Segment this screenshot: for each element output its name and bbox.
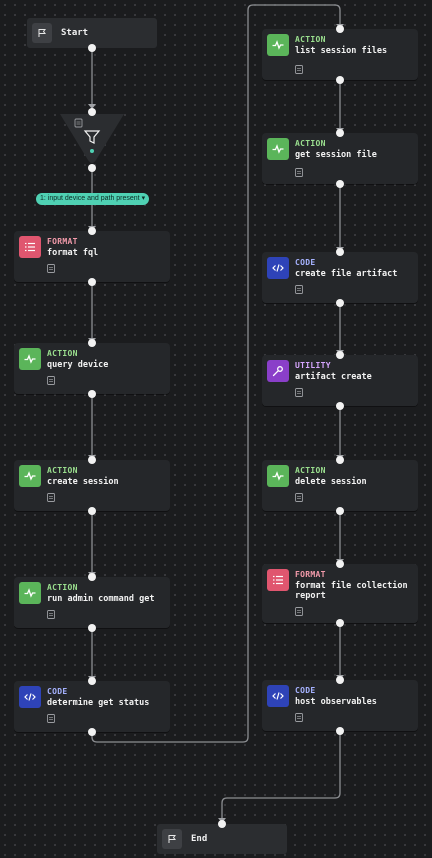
port-end-in[interactable] (218, 820, 226, 828)
node-title: determine get status (47, 698, 150, 708)
condition-badge[interactable]: 1: input device and path present ▾ (36, 193, 150, 205)
node-title: artifact create (295, 372, 372, 382)
node-type: ACTION (295, 35, 326, 44)
wrench-icon (267, 360, 289, 382)
note-icon[interactable] (295, 285, 303, 294)
code-icon (267, 685, 289, 707)
node-title: host observables (295, 697, 377, 707)
port-decision-in[interactable] (88, 108, 96, 116)
list-icon (19, 236, 41, 258)
node-type: ACTION (47, 583, 78, 592)
end-label: End (191, 834, 208, 844)
note-icon[interactable] (295, 65, 303, 74)
node-get-session-file[interactable]: ACTION get session file (262, 133, 418, 184)
node-format-fql[interactable]: FORMAT format fql (14, 231, 170, 282)
node-delete-session[interactable]: ACTION delete session (262, 460, 418, 511)
node-list-session-files[interactable]: ACTION list session files (262, 29, 418, 80)
end-node[interactable]: End (157, 824, 287, 854)
note-icon[interactable] (47, 493, 55, 502)
node-run-admin-command-get[interactable]: ACTION run admin command get (14, 577, 170, 628)
node-create-file-artifact[interactable]: CODE create file artifact (262, 252, 418, 303)
node-title: run admin command get (47, 594, 155, 604)
port-list-files-in[interactable] (336, 25, 344, 33)
port-determine-out[interactable] (88, 728, 96, 736)
activity-icon (19, 582, 41, 604)
node-title: create file artifact (295, 269, 398, 279)
node-title: list session files (295, 46, 388, 56)
node-title: format file collection report (295, 581, 408, 601)
start-output-port[interactable] (88, 44, 96, 52)
port-get-file-in[interactable] (336, 129, 344, 137)
filter-icon (83, 130, 101, 144)
port-get-file-out[interactable] (336, 180, 344, 188)
note-icon[interactable] (47, 610, 55, 619)
flag-icon (32, 23, 52, 43)
node-title: query device (47, 360, 109, 370)
node-type: CODE (47, 687, 68, 696)
port-create-artifact-in[interactable] (336, 248, 344, 256)
node-create-session[interactable]: ACTION create session (14, 460, 170, 511)
port-decision-out[interactable] (88, 164, 96, 172)
note-icon[interactable] (47, 714, 55, 723)
port-artifact-create-in[interactable] (336, 351, 344, 359)
decision-node[interactable] (60, 114, 124, 163)
start-label: Start (61, 28, 89, 38)
port-query-device-out[interactable] (88, 390, 96, 398)
node-determine-get-status[interactable]: CODE determine get status (14, 681, 170, 732)
activity-icon (19, 465, 41, 487)
note-icon[interactable] (295, 388, 303, 397)
flag-icon (162, 829, 182, 849)
port-query-device-in[interactable] (88, 339, 96, 347)
port-create-session-out[interactable] (88, 507, 96, 515)
node-type: ACTION (295, 466, 326, 475)
activity-icon (267, 465, 289, 487)
note-icon[interactable] (295, 168, 303, 177)
port-list-files-out[interactable] (336, 76, 344, 84)
note-icon[interactable] (47, 264, 55, 273)
port-format-fql-out[interactable] (88, 278, 96, 286)
node-type: FORMAT (295, 570, 326, 579)
port-observables-in[interactable] (336, 676, 344, 684)
port-run-admin-in[interactable] (88, 573, 96, 581)
note-icon[interactable] (295, 713, 303, 722)
port-format-fql-in[interactable] (88, 227, 96, 235)
activity-icon (267, 138, 289, 160)
node-type: ACTION (47, 349, 78, 358)
list-icon (267, 569, 289, 591)
port-create-artifact-out[interactable] (336, 299, 344, 307)
port-observables-out[interactable] (336, 727, 344, 735)
port-report-in[interactable] (336, 560, 344, 568)
node-type: CODE (295, 686, 316, 695)
start-node[interactable]: Start (27, 18, 157, 48)
port-delete-session-out[interactable] (336, 507, 344, 515)
node-type: ACTION (295, 139, 326, 148)
port-run-admin-out[interactable] (88, 624, 96, 632)
node-title: get session file (295, 150, 377, 160)
node-type: FORMAT (47, 237, 78, 246)
node-host-observables[interactable]: CODE host observables (262, 680, 418, 731)
code-icon (19, 686, 41, 708)
note-icon[interactable] (47, 376, 55, 385)
note-icon[interactable] (295, 607, 303, 616)
node-query-device[interactable]: ACTION query device (14, 343, 170, 394)
port-create-session-in[interactable] (88, 456, 96, 464)
node-artifact-create[interactable]: UTILITY artifact create (262, 355, 418, 406)
node-type: UTILITY (295, 361, 331, 370)
node-format-file-collection-report[interactable]: FORMAT format file collection report (262, 564, 418, 623)
note-icon (74, 118, 83, 128)
activity-icon (267, 34, 289, 56)
port-artifact-create-out[interactable] (336, 402, 344, 410)
note-icon[interactable] (295, 493, 303, 502)
port-determine-in[interactable] (88, 677, 96, 685)
port-report-out[interactable] (336, 619, 344, 627)
port-delete-session-in[interactable] (336, 456, 344, 464)
node-title: create session (47, 477, 119, 487)
node-type: ACTION (47, 466, 78, 475)
node-title: delete session (295, 477, 367, 487)
code-icon (267, 257, 289, 279)
node-title: format fql (47, 248, 99, 258)
activity-icon (19, 348, 41, 370)
node-type: CODE (295, 258, 316, 267)
